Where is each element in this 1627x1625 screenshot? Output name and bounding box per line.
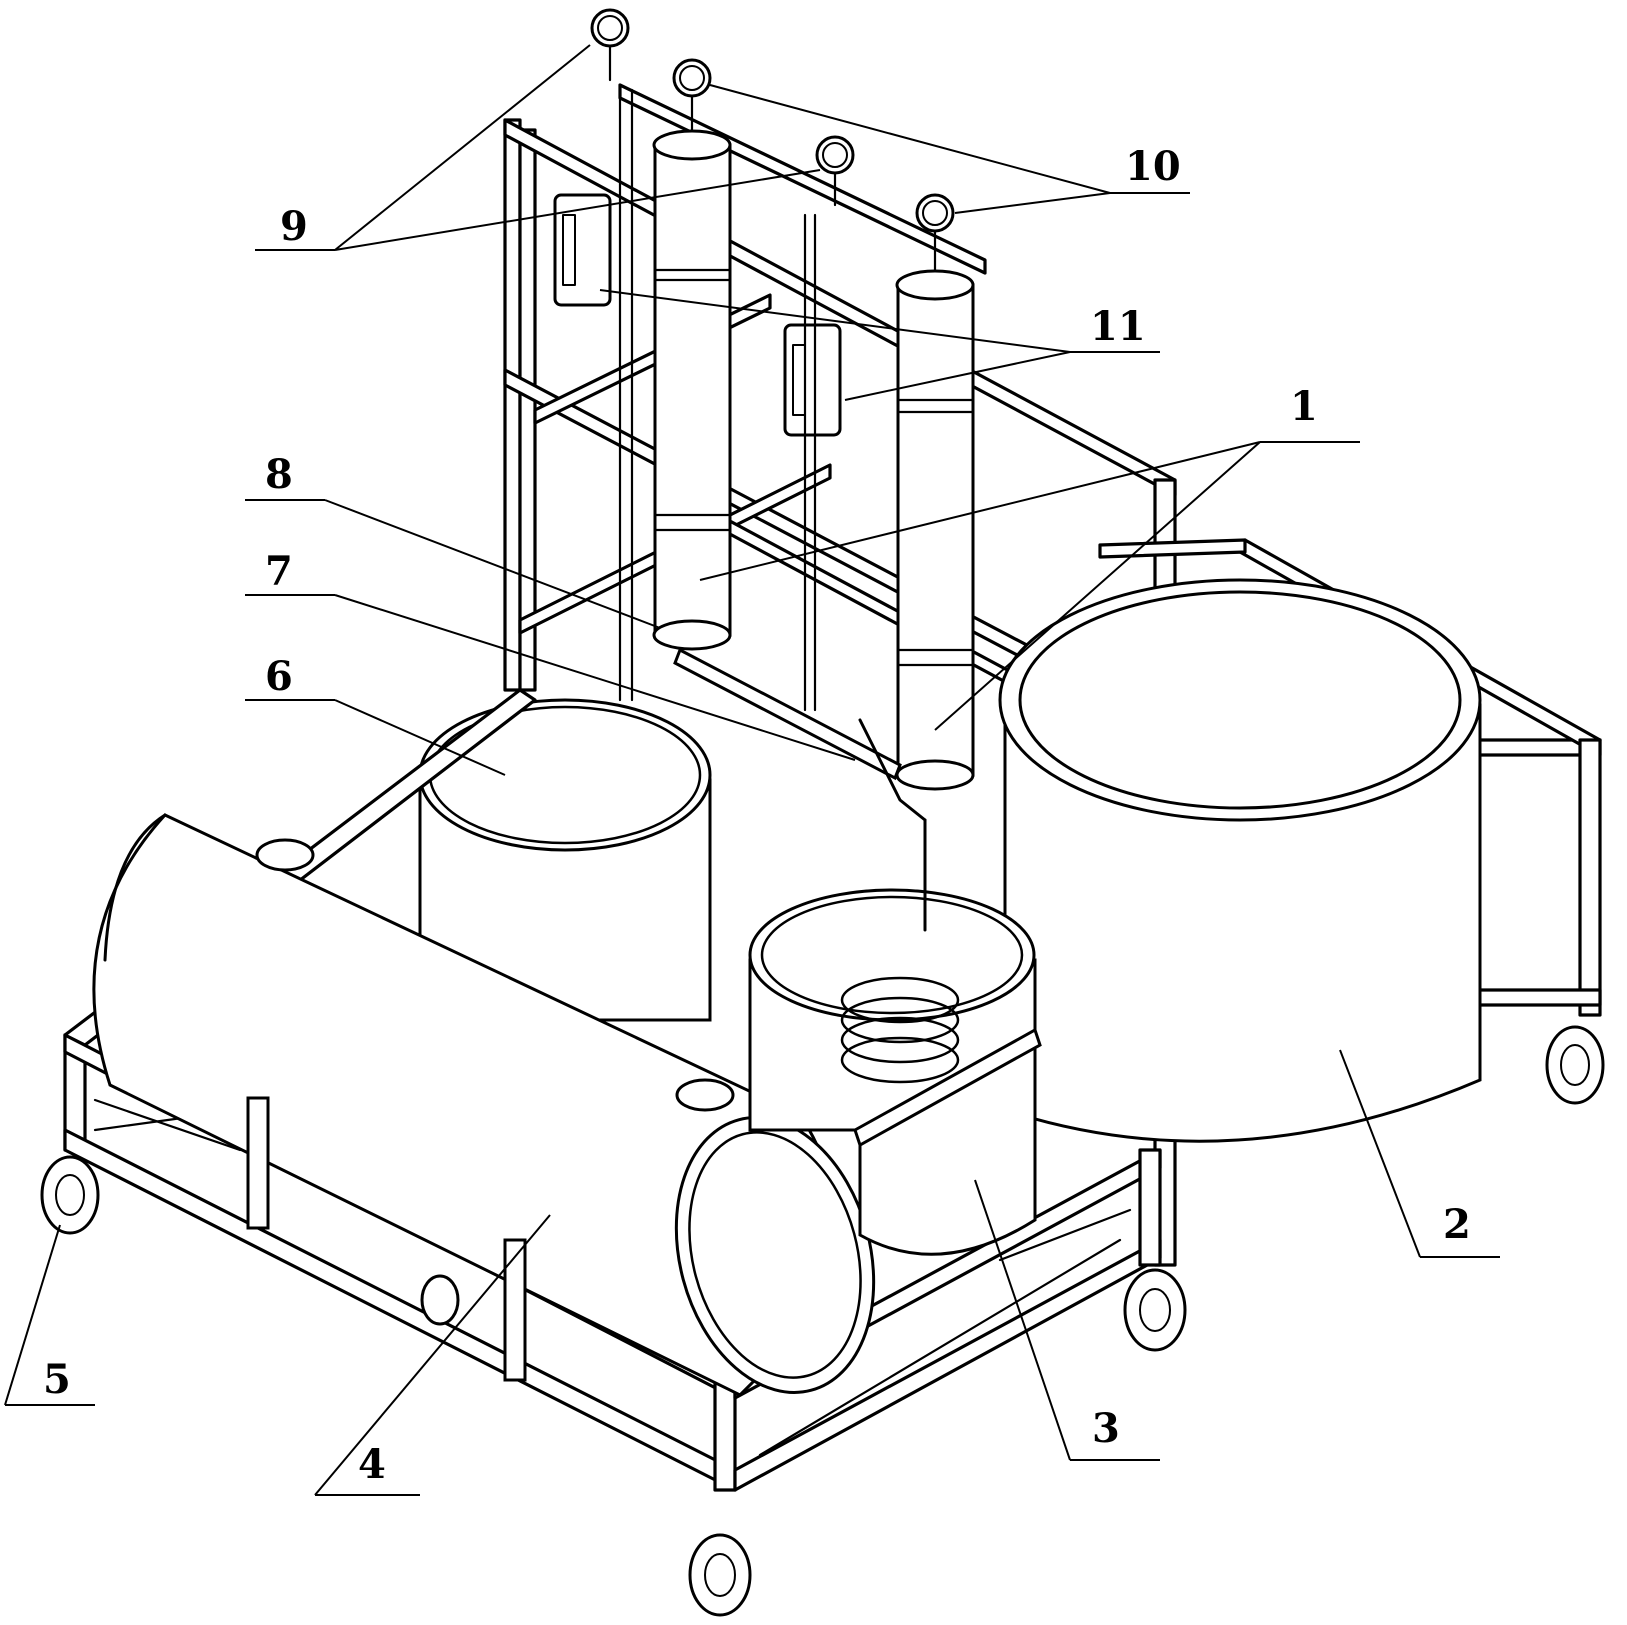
callout-4: 4 (358, 1441, 386, 1488)
left-sight-glass (553, 8, 634, 702)
callout-8: 8 (265, 451, 293, 498)
callout-5: 5 (43, 1356, 71, 1403)
callout-2: 2 (1443, 1201, 1471, 1248)
callout-3: 3 (1092, 1405, 1120, 1452)
tank-6 (418, 698, 712, 1022)
callout-10: 10 (1125, 143, 1181, 190)
caster-wheel-front-left (40, 1155, 100, 1235)
caster-wheel-front (688, 1533, 752, 1617)
caster-wheel-under (420, 1274, 460, 1326)
caster-wheel-rear-right (1545, 1025, 1605, 1105)
right-column (895, 193, 975, 791)
callout-9: 9 (280, 203, 308, 250)
callout-6: 6 (265, 653, 293, 700)
tank-2 (998, 578, 1482, 1143)
manifold-pipe (673, 647, 927, 822)
tank-3 (748, 818, 1042, 1256)
right-sight-glass (783, 135, 855, 712)
leader-lines (4, 44, 1500, 1496)
left-column (652, 58, 732, 651)
callout-11: 11 (1090, 303, 1146, 350)
callout-1: 1 (1290, 383, 1318, 430)
tank-4 (92, 813, 876, 1397)
caster-wheel-mid (1123, 1268, 1187, 1352)
callout-7: 7 (265, 548, 293, 595)
